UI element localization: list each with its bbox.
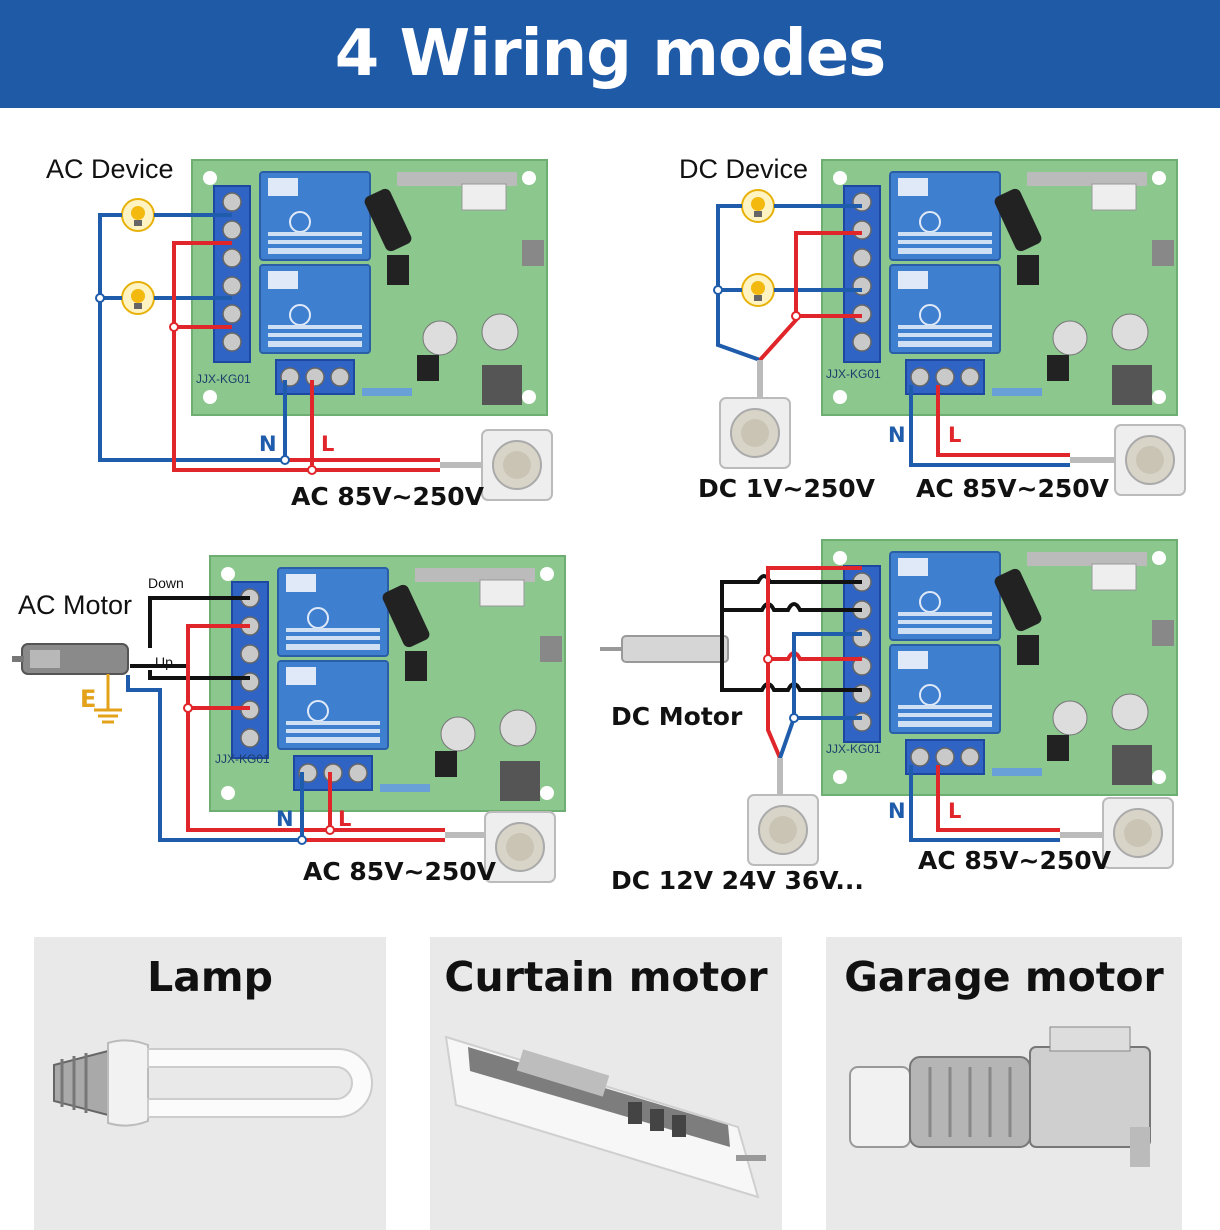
lamp-bulb-icon xyxy=(53,1039,373,1127)
ac-motor-diagram xyxy=(12,530,600,883)
neutral-label: N xyxy=(888,799,906,823)
dc-device-label: DC Device xyxy=(679,154,809,184)
wires xyxy=(98,213,482,472)
board-model-label: JJX-KG01 xyxy=(215,752,270,766)
garage-motor-card: Garage motor xyxy=(826,937,1182,1230)
neutral-label: N xyxy=(259,432,277,456)
ac-supply-label: AC 85V~250V xyxy=(291,482,485,511)
dc-device-diagram xyxy=(713,120,1186,496)
ac-supply-label: AC 85V~250V xyxy=(918,846,1112,875)
board-model-label: JJX-KG01 xyxy=(196,372,251,386)
up-label: Up xyxy=(155,654,173,670)
ac-supply-label: AC 85V~250V xyxy=(303,857,497,886)
power-plug-icon xyxy=(1114,424,1186,496)
curtain-motor-card: Curtain motor xyxy=(430,937,782,1230)
dc-motor-icon xyxy=(600,635,729,663)
power-plug-icon xyxy=(481,429,553,501)
ac-supply-label: AC 85V~250V xyxy=(916,474,1110,503)
dc-motor-label: DC Motor xyxy=(611,702,743,731)
earth-label: E xyxy=(80,685,97,713)
dc-source-icon xyxy=(747,794,819,866)
neutral-label: N xyxy=(276,807,294,831)
dc-motor-diagram xyxy=(600,530,1220,869)
dc-source-icon xyxy=(719,397,791,469)
ac-motor-label: AC Motor xyxy=(18,590,133,620)
lamp-card: Lamp xyxy=(34,937,386,1230)
lamp-bulb-icon xyxy=(121,198,155,232)
wires xyxy=(94,596,485,842)
live-label: L xyxy=(948,423,962,447)
wires xyxy=(716,204,1115,467)
board-model-label: JJX-KG01 xyxy=(826,367,881,381)
lamp-bulb-icon xyxy=(741,189,775,223)
ac-motor-icon xyxy=(12,643,129,675)
relay-board xyxy=(822,540,1177,795)
live-label: L xyxy=(321,432,335,456)
header-banner: 4 Wiring modes xyxy=(0,0,1220,108)
ac-device-diagram xyxy=(95,120,553,501)
lamp-bulb-icon xyxy=(741,273,775,307)
dc-supply-label: DC 12V 24V 36V... xyxy=(611,866,864,895)
down-label: Down xyxy=(148,575,184,591)
page-title: 4 Wiring modes xyxy=(334,17,886,91)
garage-motor-icon xyxy=(849,1026,1151,1167)
card-title: Garage motor xyxy=(844,953,1164,1001)
neutral-label: N xyxy=(888,423,906,447)
live-label: L xyxy=(338,807,352,831)
relay-board xyxy=(210,556,565,811)
curtain-motor-icon xyxy=(444,1035,766,1199)
dc-supply-label: DC 1V~250V xyxy=(698,474,876,503)
card-title: Lamp xyxy=(147,953,273,1001)
board-model-label: JJX-KG01 xyxy=(826,742,881,756)
power-plug-icon xyxy=(1102,797,1174,869)
ac-device-label: AC Device xyxy=(46,154,174,184)
lamp-bulb-icon xyxy=(121,281,155,315)
wires xyxy=(720,566,1103,842)
card-title: Curtain motor xyxy=(444,953,768,1001)
live-label: L xyxy=(948,799,962,823)
